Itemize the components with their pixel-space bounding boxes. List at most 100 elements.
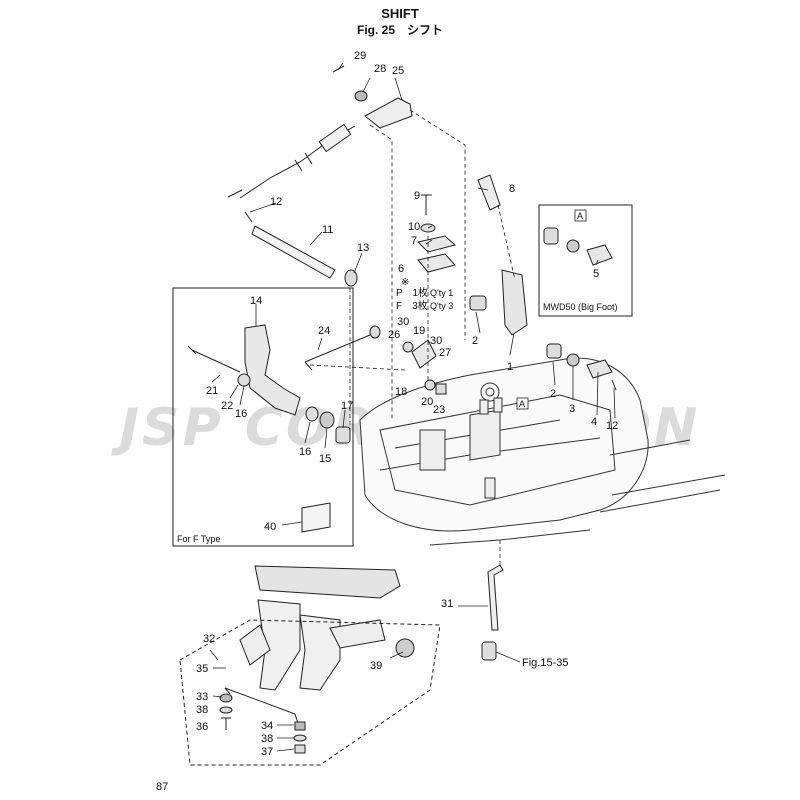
washer-26 xyxy=(369,325,381,339)
qty-f-count: Q'ty 3 xyxy=(430,301,453,311)
callout-28: 28 xyxy=(374,63,386,75)
shift-cable xyxy=(227,123,356,199)
callout-17: 17 xyxy=(341,400,353,412)
page-number: 87 xyxy=(156,781,169,793)
ref-label-main: A xyxy=(519,399,525,409)
callout-30b: 30 xyxy=(430,335,442,347)
callout-34: 34 xyxy=(261,720,273,732)
inset-panel-label: MWD50 (Big Foot) xyxy=(543,302,618,312)
nut-37 xyxy=(294,744,306,754)
ftype-panel-label: For F Type xyxy=(177,534,220,544)
callout-22: 22 xyxy=(221,400,233,412)
callout-15: 15 xyxy=(319,453,331,465)
callout-27: 27 xyxy=(439,347,451,359)
callout-24: 24 xyxy=(318,325,330,337)
callout-39: 39 xyxy=(370,660,382,672)
clip-12b xyxy=(611,379,617,391)
callout-18: 18 xyxy=(395,386,407,398)
callout-33: 33 xyxy=(196,691,208,703)
inset-lever-4 xyxy=(586,244,613,266)
rod-31 xyxy=(487,564,504,631)
callout-32: 32 xyxy=(203,633,215,645)
callout-38b: 38 xyxy=(261,733,273,745)
callout-1: 1 xyxy=(507,361,513,373)
callout-35: 35 xyxy=(196,663,208,675)
washer-38 xyxy=(219,706,233,714)
callout-leaders xyxy=(209,62,616,752)
bracket-assembly xyxy=(359,357,726,546)
callout-8: 8 xyxy=(509,183,515,195)
callout-21: 21 xyxy=(206,385,218,397)
ref-label-inset: A xyxy=(577,211,583,221)
figure-reference: Fig.15-35 xyxy=(522,657,568,669)
callout-6: 6 xyxy=(398,263,404,275)
callout-25: 25 xyxy=(392,65,404,77)
callout-16b: 16 xyxy=(299,446,311,458)
plate-19 xyxy=(411,339,437,369)
figure-caption: Fig. 25 シフト xyxy=(356,23,443,37)
callout-37: 37 xyxy=(261,746,273,758)
lever-4 xyxy=(586,359,613,379)
shaft-11 xyxy=(251,225,336,279)
inset-collar-2 xyxy=(543,227,559,245)
callout-36: 36 xyxy=(196,721,208,733)
bushing-fig15 xyxy=(481,641,497,661)
plate-7 xyxy=(417,235,457,253)
bushing-33 xyxy=(219,693,233,703)
callout-30: 30 xyxy=(397,316,409,328)
callout-4: 4 xyxy=(591,416,597,428)
collar-23 xyxy=(435,383,447,395)
callout-38: 38 xyxy=(196,704,208,716)
callout-3: 3 xyxy=(569,403,575,415)
bushing-34 xyxy=(294,721,306,731)
callout-12b: 12 xyxy=(606,420,618,432)
quantity-note: ※ P 1枚 F 3枚 Q'ty 1 Q'ty 3 xyxy=(396,277,453,312)
callout-26: 26 xyxy=(388,329,400,341)
qty-f-line: F 3枚 xyxy=(396,299,428,312)
nut-3 xyxy=(566,353,580,367)
washer-28 xyxy=(354,90,368,102)
lower-assembly xyxy=(239,565,415,691)
callout-7: 7 xyxy=(411,235,417,247)
callout-10: 10 xyxy=(408,221,420,233)
bolt-21 xyxy=(187,345,241,373)
callout-29: 29 xyxy=(354,50,366,62)
washer-20 xyxy=(424,379,436,391)
dashed-leaders xyxy=(309,109,516,565)
callout-13: 13 xyxy=(357,242,369,254)
callout-9: 9 xyxy=(414,190,420,202)
qty-mark: ※ xyxy=(401,277,409,288)
collar-17 xyxy=(335,426,351,444)
diagram-title: SHIFT xyxy=(381,6,419,21)
collar-2b xyxy=(546,343,562,359)
qty-p-count: Q'ty 1 xyxy=(430,288,453,298)
lever-1 xyxy=(501,269,528,336)
plate-6 xyxy=(417,253,456,273)
callout-31: 31 xyxy=(441,598,453,610)
callout-20: 20 xyxy=(421,396,433,408)
mwd50-inset-frame xyxy=(538,204,633,317)
callout-12: 12 xyxy=(270,196,282,208)
washer-16b xyxy=(305,406,319,422)
callout-40: 40 xyxy=(264,521,276,533)
bushing-15 xyxy=(319,411,335,429)
callout-numbers: 29 28 25 12 11 13 9 10 7 8 6 14 24 26 30… xyxy=(196,50,618,758)
shift-handle-14 xyxy=(244,324,301,416)
rod-24 xyxy=(304,334,371,371)
callout-2b: 2 xyxy=(550,388,556,400)
ref-box-a-inset: A xyxy=(574,209,587,222)
arm-8 xyxy=(477,174,501,211)
ftype-panel-frame xyxy=(172,287,354,547)
washer-38b xyxy=(293,734,307,742)
bolt-36 xyxy=(221,717,231,730)
collar-2 xyxy=(469,295,487,311)
callout-19: 19 xyxy=(413,325,425,337)
inset-nut-3 xyxy=(566,239,580,253)
bushing-39 xyxy=(395,638,415,658)
callout-14: 14 xyxy=(250,295,262,307)
washer-22 xyxy=(237,373,251,387)
clip-12 xyxy=(244,211,253,223)
callout-2: 2 xyxy=(472,335,478,347)
sticker-40 xyxy=(301,502,331,533)
